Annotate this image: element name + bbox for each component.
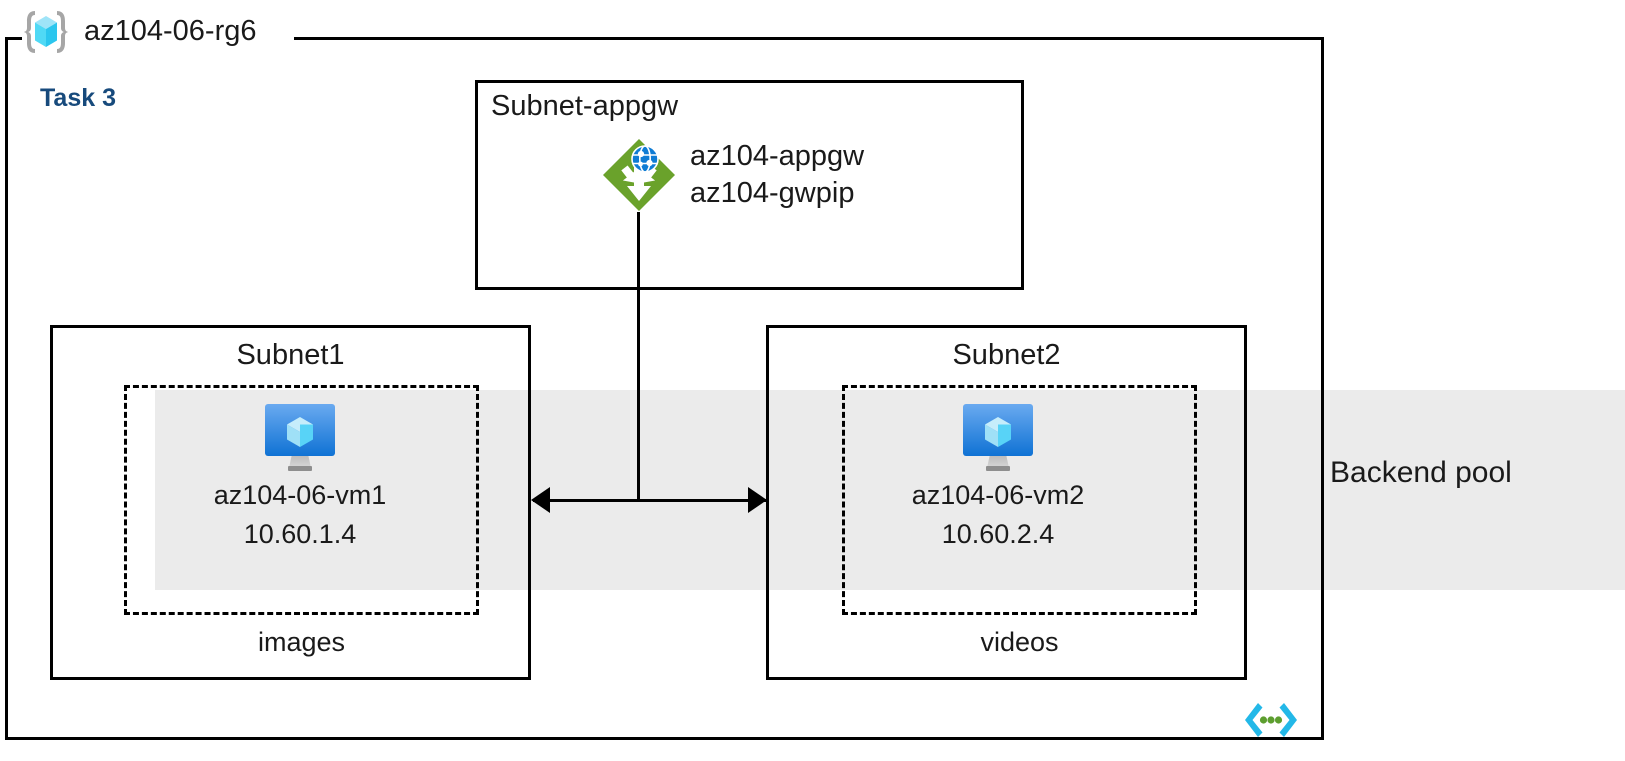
subnet1-title: Subnet1 xyxy=(236,339,345,371)
connector-subnets-horizontal xyxy=(533,499,766,502)
subnet2-box xyxy=(766,325,1247,680)
vm2-ip: 10.60.2.4 xyxy=(941,519,1055,549)
vm2-node: az104-06-vm2 10.60.2.4 xyxy=(868,400,1128,552)
vm1-ip: 10.60.1.4 xyxy=(243,519,357,549)
arrowhead-left-icon xyxy=(531,487,550,513)
connector-appgw-vertical xyxy=(637,212,640,501)
arrowhead-right-icon xyxy=(748,487,767,513)
task-label: Task 3 xyxy=(40,84,116,112)
backend-pool-band xyxy=(155,390,1625,590)
resource-group-boundary xyxy=(5,37,1324,740)
resource-group-label: az104-06-rg6 xyxy=(84,15,257,47)
virtual-machine-icon xyxy=(868,400,1128,474)
subnet1-caption: images xyxy=(257,627,346,657)
appgw-resource-name: az104-appgw xyxy=(690,140,865,172)
resource-group-header-gap xyxy=(22,24,294,54)
subnet2-dashed-group xyxy=(842,385,1197,615)
virtual-machine-icon xyxy=(170,400,430,474)
code-brackets-icon xyxy=(1243,698,1299,742)
subnet1-dashed-group xyxy=(124,385,479,615)
application-gateway-labels: az104-appgw az104-gwpip xyxy=(690,138,864,212)
application-gateway-node: az104-appgw az104-gwpip xyxy=(600,136,864,214)
vm1-node: az104-06-vm1 10.60.1.4 xyxy=(170,400,430,552)
subnet-appgw-box xyxy=(475,80,1024,290)
subnet-appgw-title: Subnet-appgw xyxy=(491,90,679,122)
appgw-public-ip-name: az104-gwpip xyxy=(690,177,855,209)
vm2-name: az104-06-vm2 xyxy=(911,480,1085,510)
vm1-name: az104-06-vm1 xyxy=(213,480,387,510)
resource-group-cube-icon xyxy=(22,9,70,55)
subnet2-title: Subnet2 xyxy=(952,339,1061,371)
subnet2-caption: videos xyxy=(980,627,1059,657)
application-gateway-icon xyxy=(600,136,678,214)
subnet1-box xyxy=(50,325,531,680)
backend-pool-label: Backend pool xyxy=(1330,456,1512,489)
